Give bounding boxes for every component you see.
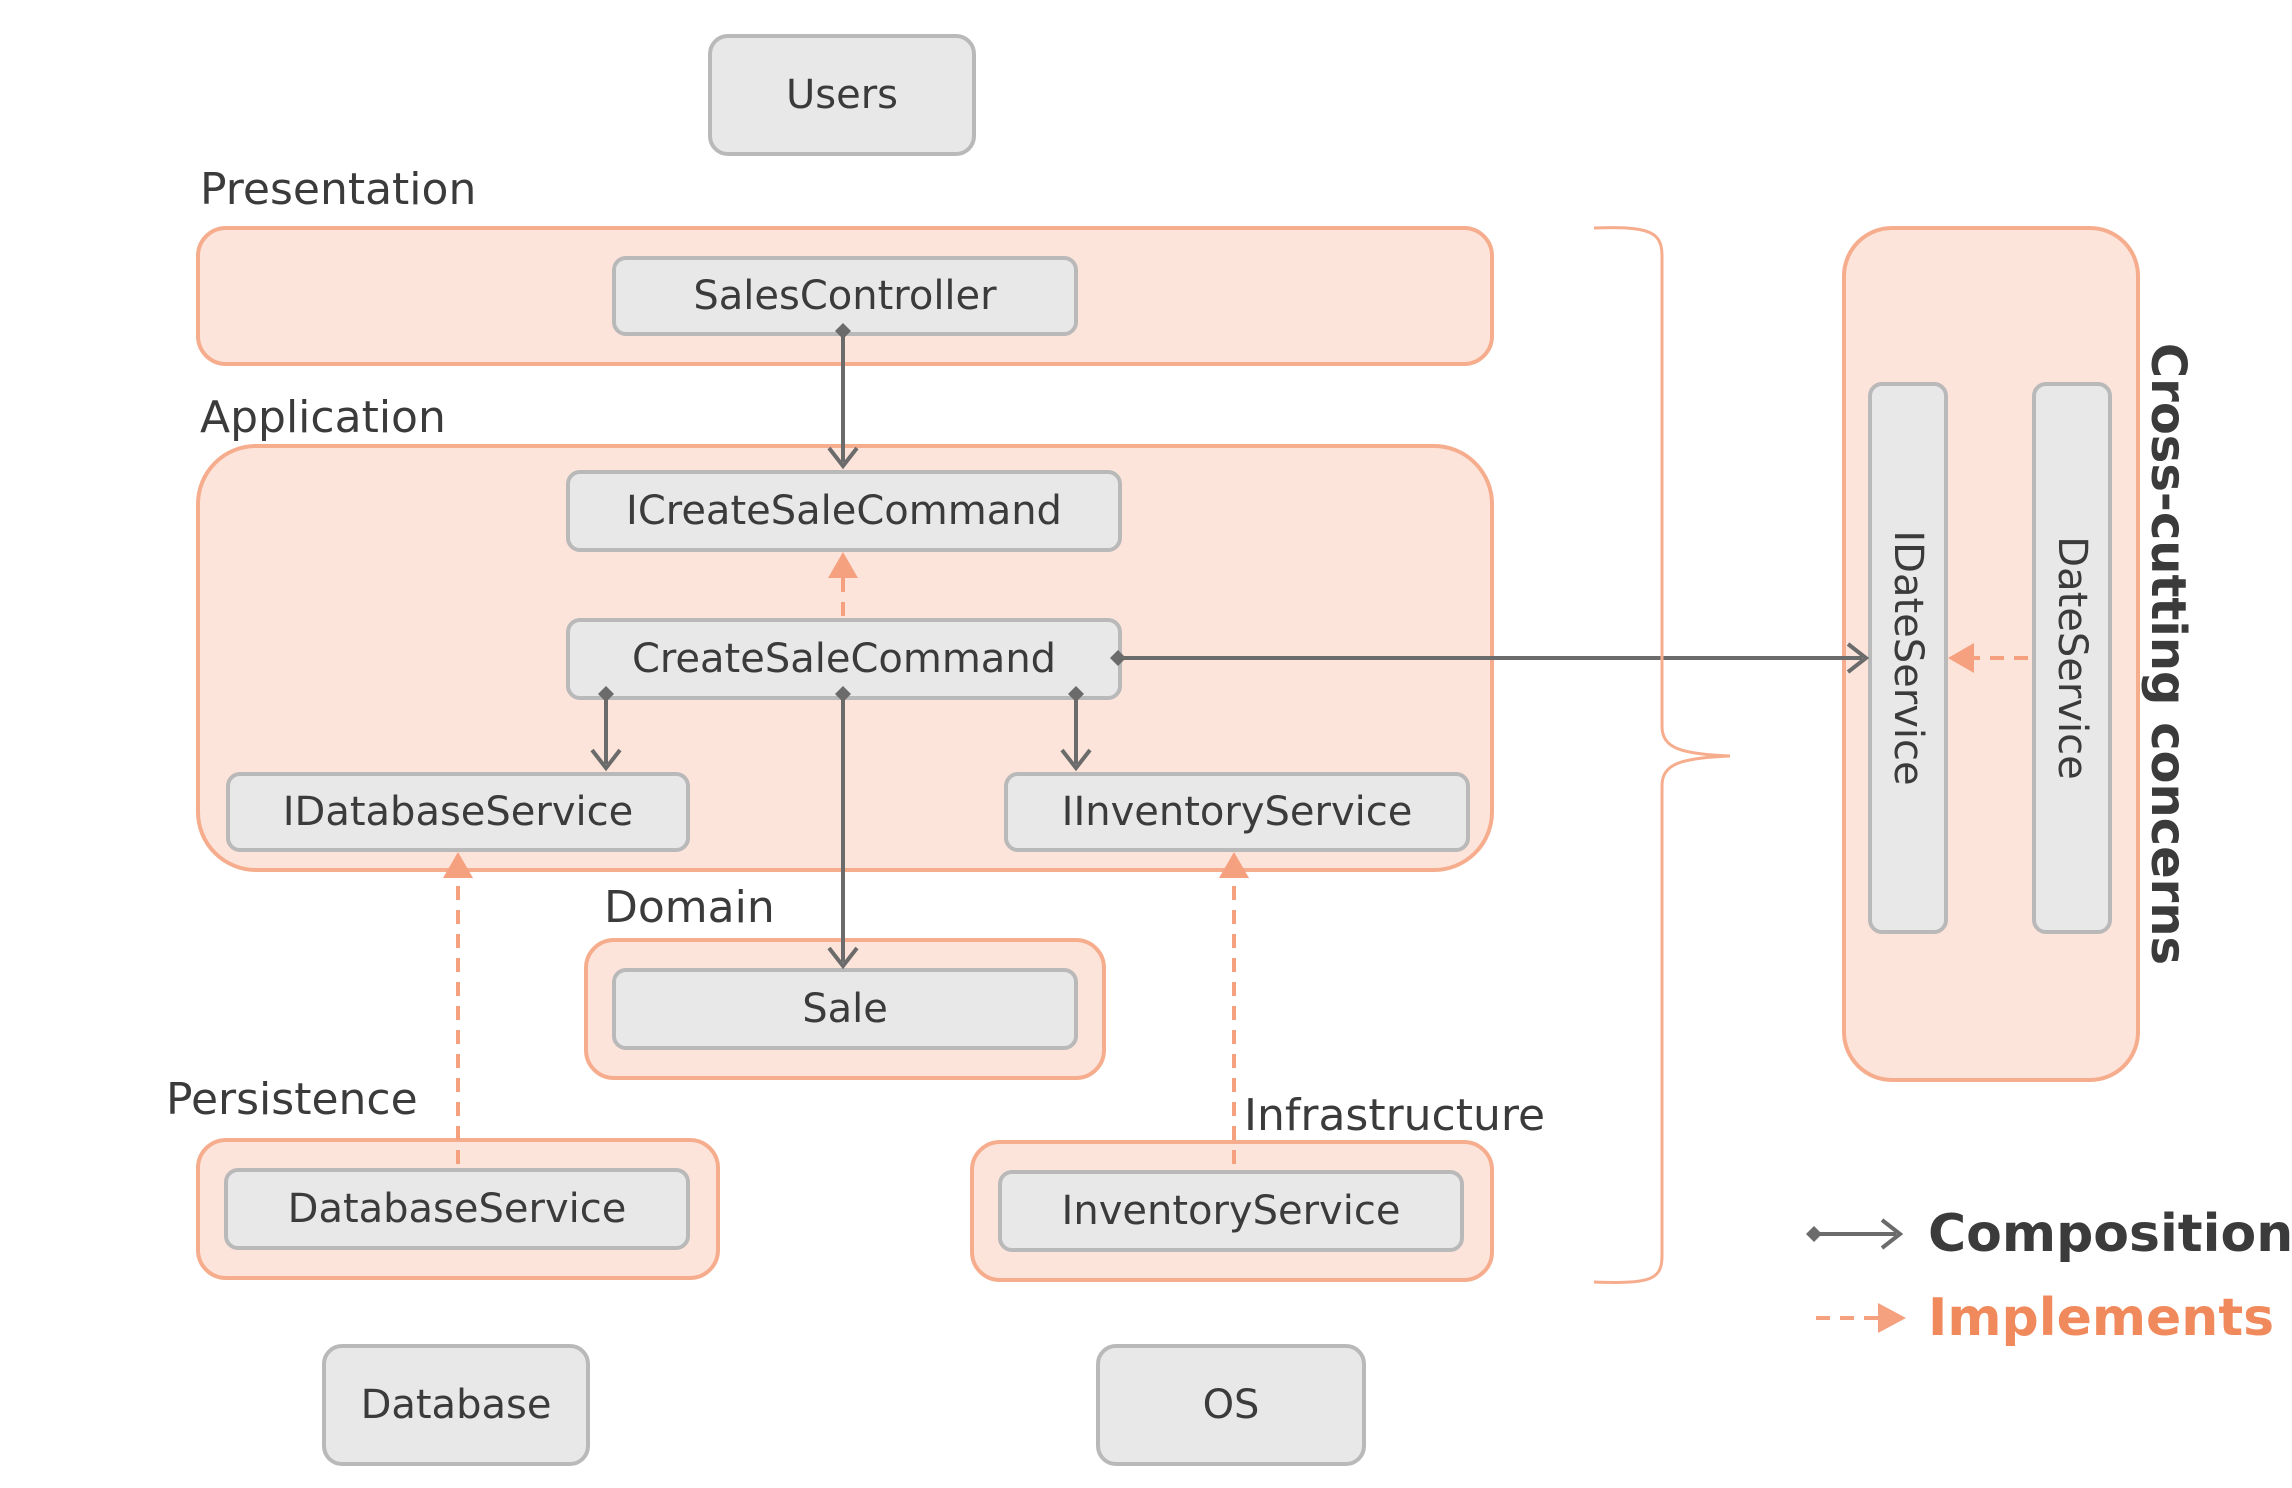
legend-composition-dot — [1806, 1226, 1822, 1242]
sale-box: Sale — [612, 968, 1078, 1050]
arrowhead — [1060, 748, 1092, 772]
implements-head — [443, 852, 473, 878]
legend-implements-label: Implements — [1928, 1288, 2275, 1348]
arrowhead — [827, 946, 859, 970]
arrowhead — [827, 446, 859, 470]
date-service-box: DateService — [2032, 382, 2112, 934]
idate-service-box: IDateService — [1868, 382, 1948, 934]
users-box: Users — [708, 34, 976, 156]
infrastructure-label: Infrastructure — [1244, 1090, 1546, 1141]
implements-head — [828, 552, 858, 578]
layers-brace — [1593, 226, 1731, 1284]
presentation-label: Presentation — [200, 164, 477, 215]
implements-head — [1219, 852, 1249, 878]
legend-implements-head — [1878, 1303, 1906, 1333]
inventory-service-box: InventoryService — [998, 1170, 1464, 1252]
database-box: Database — [322, 1344, 590, 1466]
origin-dot — [835, 323, 851, 339]
origin-dot — [1110, 650, 1126, 666]
arrowhead — [1846, 642, 1870, 674]
legend-composition-head — [1880, 1218, 1904, 1250]
domain-label: Domain — [604, 882, 775, 933]
origin-dot — [835, 686, 851, 702]
create-sale-command-box: CreateSaleCommand — [566, 618, 1122, 700]
icreate-sale-command-box: ICreateSaleCommand — [566, 470, 1122, 552]
os-box: OS — [1096, 1344, 1366, 1466]
legend-composition-label: Composition — [1928, 1204, 2292, 1264]
arrowhead — [590, 748, 622, 772]
database-service-box: DatabaseService — [224, 1168, 690, 1250]
origin-dot — [598, 686, 614, 702]
persistence-label: Persistence — [166, 1074, 418, 1125]
iinventory-service-box: IInventoryService — [1004, 772, 1470, 852]
implements-head — [1948, 643, 1974, 673]
application-label: Application — [200, 392, 446, 443]
idatabase-service-box: IDatabaseService — [226, 772, 690, 852]
origin-dot — [1068, 686, 1084, 702]
